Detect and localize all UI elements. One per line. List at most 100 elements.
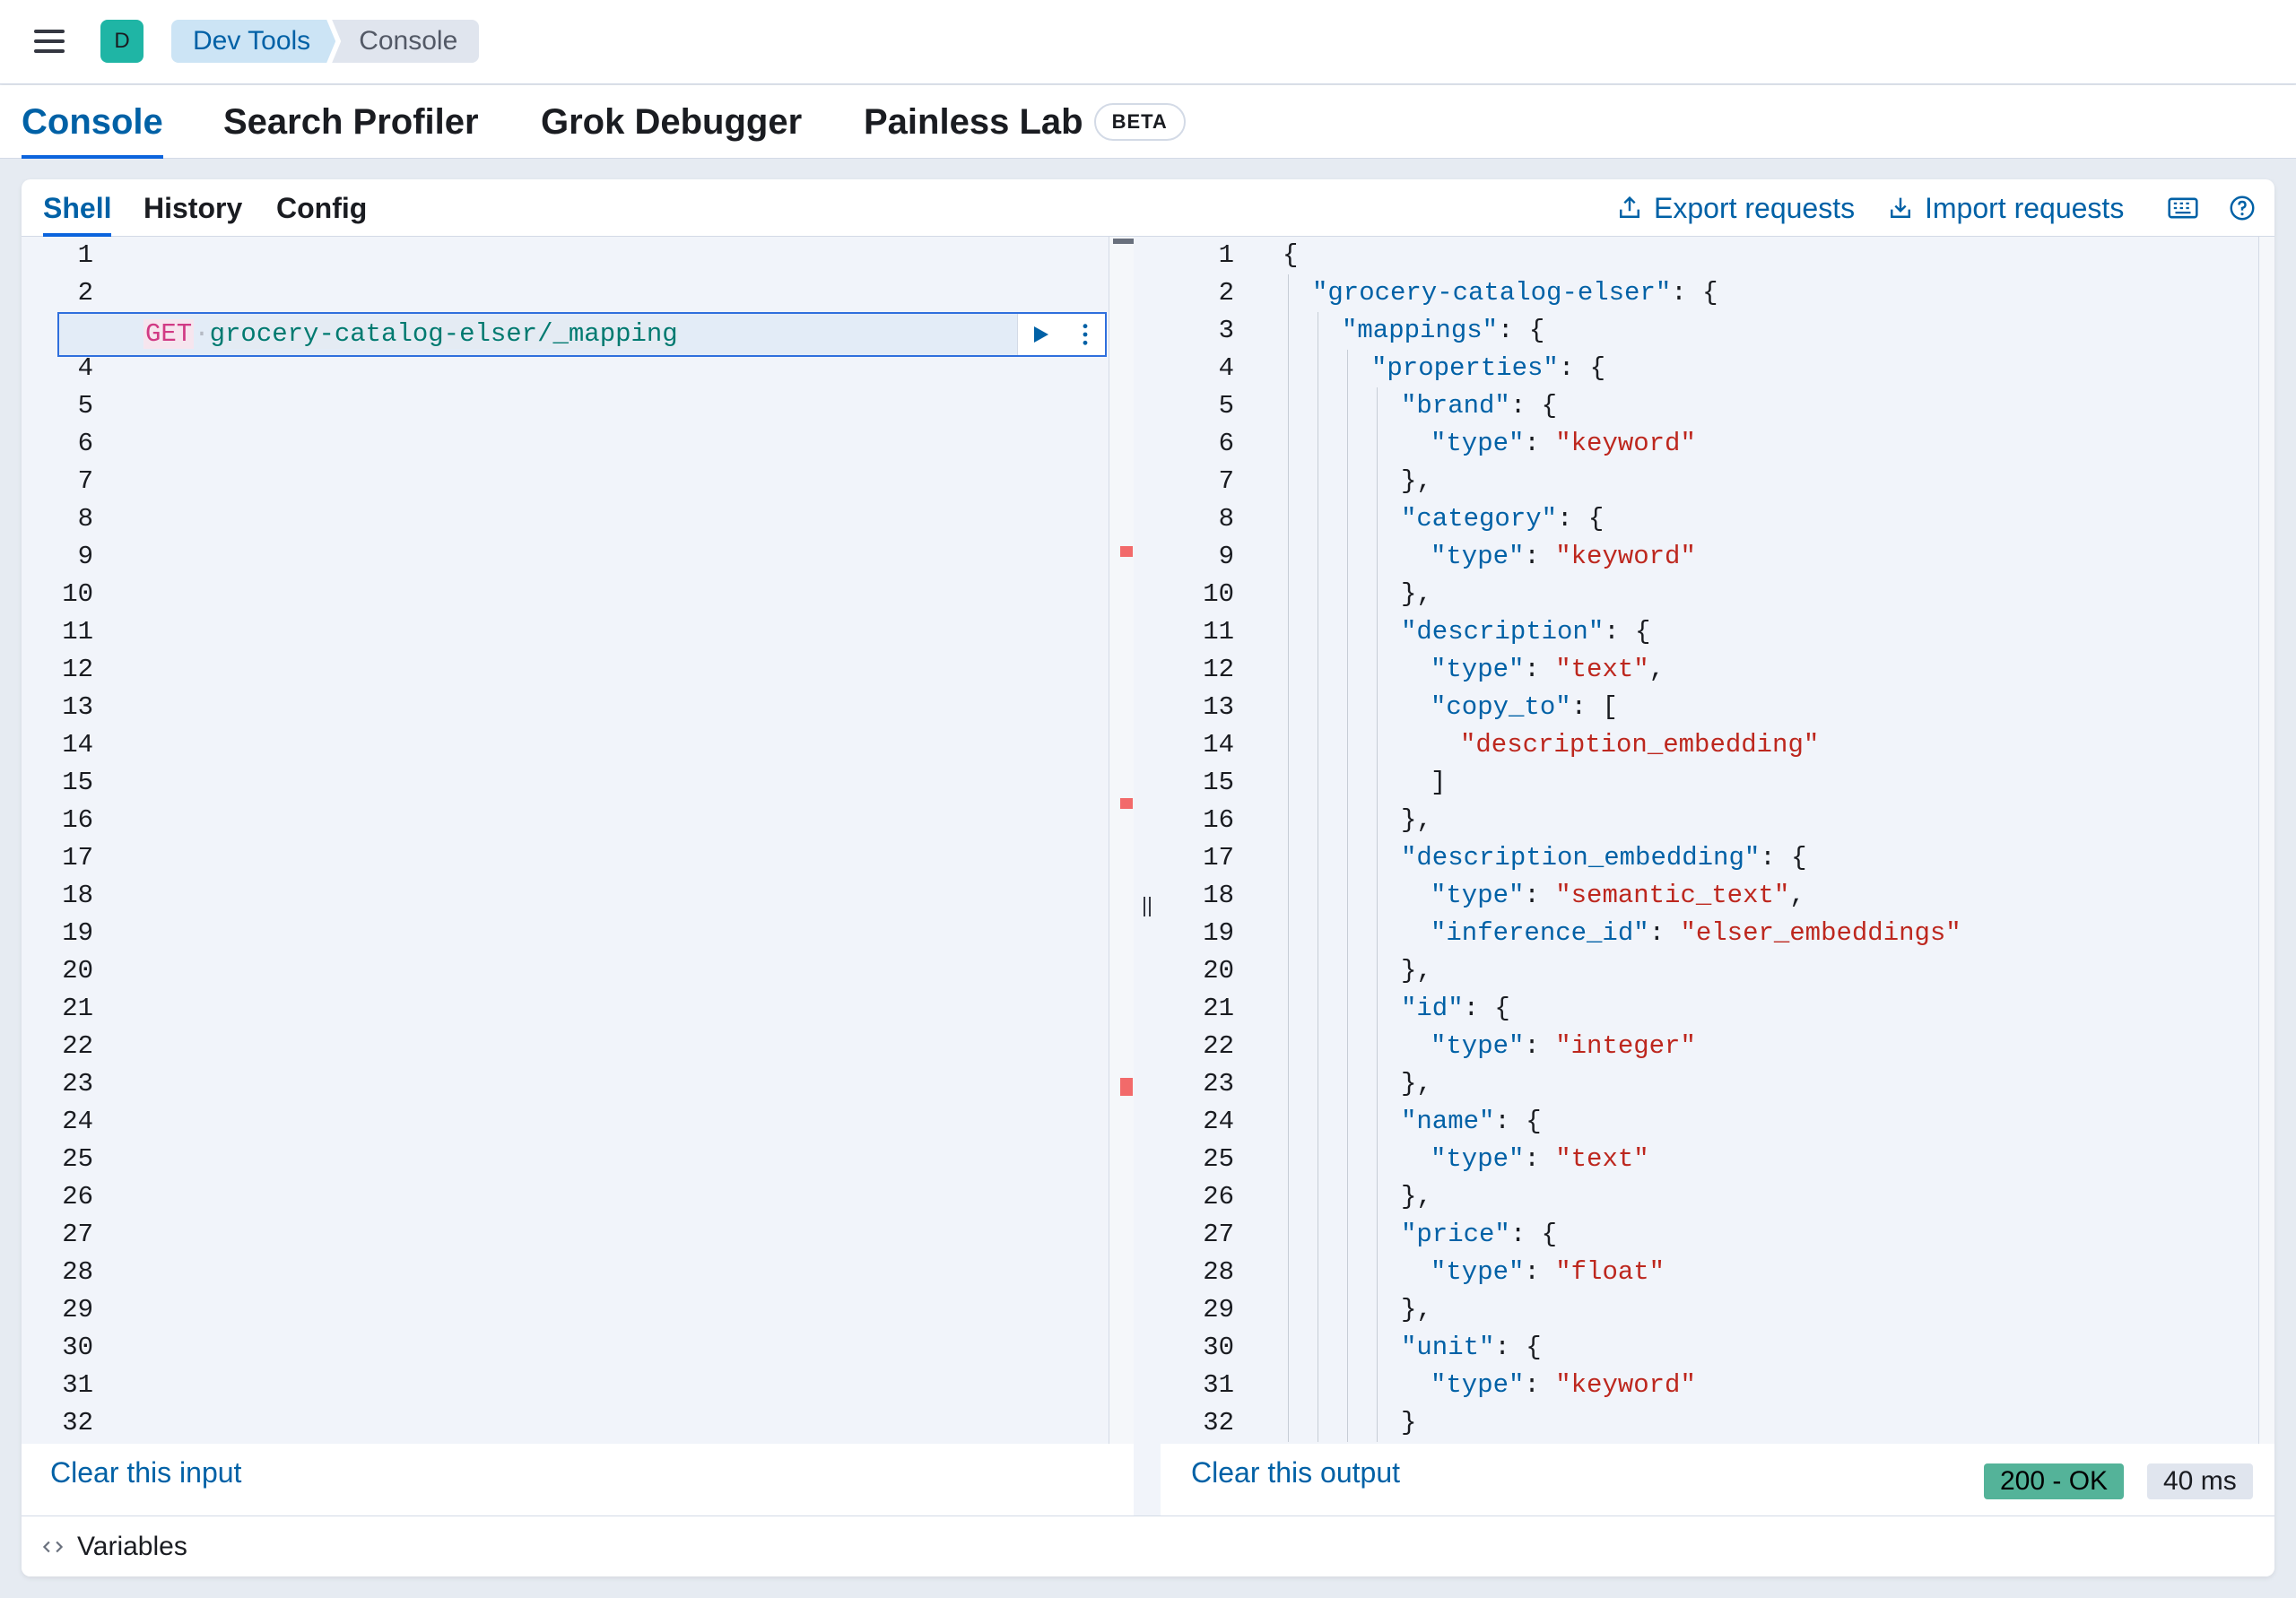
json-key: "mappings" — [1342, 316, 1499, 345]
error-marker — [1120, 1078, 1133, 1096]
request-scrollbar[interactable] — [1109, 237, 1135, 1444]
line-number: 24 — [62, 1107, 93, 1136]
keyboard-icon[interactable] — [2167, 192, 2199, 224]
variables-toggle[interactable]: Variables — [22, 1515, 2274, 1576]
response-line: "unit": { — [1283, 1329, 1961, 1367]
line-number: 31 — [1203, 1370, 1234, 1400]
line-number: 21 — [62, 994, 93, 1023]
json-punct: }, — [1401, 466, 1432, 496]
tab-config[interactable]: Config — [276, 191, 368, 224]
breadcrumb: Dev Tools Console — [171, 20, 480, 63]
console-subtabs: Shell History Config Export requests Imp… — [22, 179, 2274, 237]
response-line: "mappings": { — [1283, 312, 1961, 350]
json-punct: , — [1648, 655, 1665, 684]
json-punct: : — [1524, 429, 1556, 458]
indent-guide — [1288, 274, 1289, 1442]
line-number: 17 — [62, 843, 93, 873]
clear-input-button[interactable]: Clear this input — [50, 1455, 242, 1489]
json-punct: ] — [1431, 768, 1447, 797]
line-number: 8 — [1218, 504, 1234, 534]
duration-badge: 40 ms — [2147, 1463, 2253, 1499]
json-string: "integer" — [1555, 1031, 1696, 1061]
export-requests-button[interactable]: Export requests — [1618, 179, 1855, 237]
response-line: }, — [1283, 463, 1961, 500]
tab-grok-debugger[interactable]: Grok Debugger — [541, 101, 803, 142]
breadcrumb-dev-tools[interactable]: Dev Tools — [171, 20, 335, 63]
json-key: "name" — [1401, 1107, 1495, 1136]
request-editor[interactable]: 1234567891011121314151617181920212223242… — [22, 237, 1109, 1444]
line-number: 8 — [77, 504, 93, 534]
response-line: }, — [1283, 802, 1961, 839]
line-number: 14 — [1203, 730, 1234, 760]
json-punct: : { — [1558, 353, 1606, 383]
line-number: 6 — [77, 429, 93, 458]
line-number: 14 — [62, 730, 93, 760]
response-line: "category": { — [1283, 500, 1961, 538]
line-number: 32 — [62, 1408, 93, 1437]
response-line: }, — [1283, 1291, 1961, 1329]
line-number: 11 — [62, 617, 93, 647]
indent-guide — [1347, 350, 1348, 1442]
resize-grip-icon — [1144, 897, 1151, 916]
response-line: } — [1283, 1404, 1961, 1442]
json-punct: : { — [1760, 843, 1807, 873]
json-punct: : { — [1509, 1220, 1558, 1249]
request-line[interactable]: GET·grocery-catalog-elser/_mapping — [144, 319, 678, 349]
line-number: 27 — [1203, 1220, 1234, 1249]
json-key: "inference_id" — [1431, 918, 1649, 948]
line-number: 1 — [77, 240, 93, 270]
error-marker — [1120, 546, 1133, 557]
line-number: 5 — [1218, 391, 1234, 421]
json-key: "type" — [1431, 881, 1525, 910]
space-avatar[interactable]: D — [100, 20, 144, 63]
json-string: "keyword" — [1555, 1370, 1696, 1400]
json-key: "copy_to" — [1431, 692, 1571, 722]
tab-search-profiler[interactable]: Search Profiler — [223, 101, 479, 142]
line-number: 26 — [62, 1182, 93, 1212]
json-punct: }, — [1401, 1295, 1432, 1324]
response-line: "type": "text" — [1283, 1141, 1961, 1178]
response-line: { — [1283, 237, 1961, 274]
tab-shell[interactable]: Shell — [43, 179, 112, 237]
tab-console[interactable]: Console — [22, 85, 163, 159]
more-options-icon[interactable] — [1080, 323, 1091, 346]
line-number: 30 — [1203, 1333, 1234, 1362]
import-icon — [1891, 197, 1910, 218]
response-line: "grocery-catalog-elser": { — [1283, 274, 1961, 312]
response-line: "inference_id": "elser_embeddings" — [1283, 915, 1961, 952]
line-number: 25 — [62, 1144, 93, 1174]
json-string: "float" — [1555, 1257, 1665, 1287]
line-number: 24 — [1203, 1107, 1234, 1136]
line-number: 19 — [62, 918, 93, 948]
json-punct: { — [1283, 240, 1299, 270]
panel-resizer[interactable] — [1134, 237, 1161, 1576]
tab-painless-lab[interactable]: Painless Lab BETA — [864, 85, 1186, 159]
json-punct: , — [1789, 881, 1805, 910]
clear-output-button[interactable]: Clear this output — [1191, 1455, 1401, 1489]
response-line: ] — [1283, 764, 1961, 802]
variables-label: Variables — [77, 1531, 187, 1561]
json-punct: : — [1524, 655, 1556, 684]
indent-guide — [1377, 387, 1378, 1442]
line-number: 15 — [62, 768, 93, 797]
hamburger-icon[interactable] — [34, 30, 65, 53]
json-string: "text" — [1555, 655, 1649, 684]
tab-history[interactable]: History — [144, 191, 243, 224]
response-line: "description_embedding" — [1283, 726, 1961, 764]
json-punct: : { — [1557, 504, 1605, 534]
response-scrollbar[interactable] — [2258, 237, 2274, 1444]
help-icon[interactable] — [2226, 192, 2258, 224]
import-requests-button[interactable]: Import requests — [1889, 179, 2124, 237]
line-number: 21 — [1203, 994, 1234, 1023]
line-number: 6 — [1218, 429, 1234, 458]
json-punct: : { — [1494, 1107, 1542, 1136]
response-body: {"grocery-catalog-elser": {"mappings": {… — [1283, 237, 1961, 1442]
line-number: 23 — [1203, 1069, 1234, 1099]
json-punct: : { — [1671, 278, 1718, 308]
export-icon — [1620, 196, 1639, 218]
play-icon[interactable] — [1032, 325, 1050, 344]
export-requests-label: Export requests — [1654, 191, 1856, 224]
response-line: "type": "text", — [1283, 651, 1961, 689]
line-number: 20 — [1203, 956, 1234, 986]
